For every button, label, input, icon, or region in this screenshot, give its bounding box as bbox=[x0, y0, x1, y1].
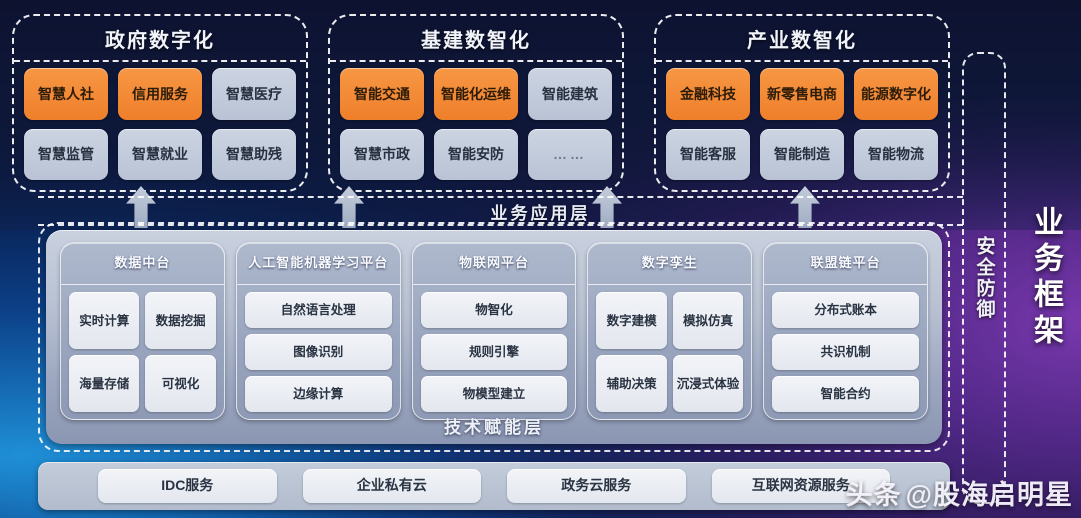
app-tile[interactable]: 智慧市政 bbox=[340, 128, 424, 180]
up-arrow-icon bbox=[790, 186, 820, 228]
app-tile[interactable]: 智慧就业 bbox=[118, 128, 202, 180]
tech-card-items: 实时计算 数据挖掘 海量存储 可视化 bbox=[61, 285, 224, 419]
tech-chip[interactable]: 数字建模 bbox=[596, 292, 667, 349]
infrastructure-item[interactable]: IDC服务 bbox=[98, 469, 277, 503]
app-group-government-tiles: 智慧人社 信用服务 智慧医疗 智慧监管 智慧就业 智慧助残 bbox=[24, 68, 296, 180]
security-defense-dashed-border bbox=[962, 52, 1006, 504]
app-group-industry-title: 产业数智化 bbox=[747, 29, 857, 52]
app-tile[interactable]: 智能化运维 bbox=[434, 68, 518, 120]
app-tile[interactable]: 智慧助残 bbox=[212, 128, 296, 180]
app-group-infrastructure[interactable]: 基建数智化 智能交通 智能化运维 智能建筑 智慧市政 智能安防 …… bbox=[328, 14, 624, 192]
infrastructure-row: IDC服务 企业私有云 政务云服务 互联网资源服务 bbox=[38, 462, 950, 510]
tech-card-title: 数据中台 bbox=[61, 243, 224, 285]
tech-card-items: 物智化 规则引擎 物模型建立 bbox=[413, 285, 576, 419]
technology-enablement-layer: 数据中台 实时计算 数据挖掘 海量存储 可视化 人工智能机器学习平台 自然语言处… bbox=[38, 222, 950, 452]
app-tile[interactable]: 智慧医疗 bbox=[212, 68, 296, 120]
watermark: 头条 @股海启明星 bbox=[846, 473, 1073, 512]
app-group-industry-divider bbox=[656, 60, 948, 62]
tech-card-consortium-blockchain[interactable]: 联盟链平台 分布式账本 共识机制 智能合约 bbox=[763, 242, 928, 420]
up-arrow-icon bbox=[592, 186, 622, 228]
tech-card-digital-twin[interactable]: 数字孪生 数字建模 模拟仿真 辅助决策 沉浸式体验 bbox=[587, 242, 753, 420]
tech-card-data-platform[interactable]: 数据中台 实时计算 数据挖掘 海量存储 可视化 bbox=[60, 242, 225, 420]
tech-card-ai-ml-platform[interactable]: 人工智能机器学习平台 自然语言处理 图像识别 边缘计算 bbox=[235, 242, 401, 420]
app-tile[interactable]: 智能制造 bbox=[760, 128, 844, 180]
technology-cards: 数据中台 实时计算 数据挖掘 海量存储 可视化 人工智能机器学习平台 自然语言处… bbox=[60, 242, 928, 420]
tech-card-title: 数字孪生 bbox=[588, 243, 752, 285]
tech-chip[interactable]: 物智化 bbox=[420, 292, 568, 328]
security-defense-text: 安全防御 bbox=[973, 236, 995, 320]
tech-chip[interactable]: 可视化 bbox=[145, 355, 216, 412]
tech-chip[interactable]: 物模型建立 bbox=[420, 376, 568, 412]
tech-chip[interactable]: 边缘计算 bbox=[244, 376, 392, 412]
app-tile[interactable]: 信用服务 bbox=[118, 68, 202, 120]
technology-layer-panel: 数据中台 实时计算 数据挖掘 海量存储 可视化 人工智能机器学习平台 自然语言处… bbox=[46, 230, 942, 444]
watermark-handle: @股海启明星 bbox=[905, 480, 1073, 510]
technology-enablement-layer-label: 技术赋能层 bbox=[444, 417, 544, 437]
tech-chip[interactable]: 数据挖掘 bbox=[145, 292, 216, 349]
app-tile[interactable]: 智能物流 bbox=[854, 128, 938, 180]
app-group-government-title: 政府数字化 bbox=[105, 29, 215, 52]
app-group-industry-tiles: 金融科技 新零售电商 能源数字化 智能客服 智能制造 智能物流 bbox=[666, 68, 938, 180]
app-group-government-header: 政府数字化 bbox=[14, 16, 306, 60]
app-group-infrastructure-title: 基建数智化 bbox=[421, 29, 531, 52]
up-arrow-icon bbox=[334, 186, 364, 228]
app-tile[interactable]: 智慧人社 bbox=[24, 68, 108, 120]
app-tile[interactable]: 智慧监管 bbox=[24, 128, 108, 180]
app-tile-ellipsis[interactable]: …… bbox=[528, 128, 612, 180]
app-group-infrastructure-divider bbox=[330, 60, 622, 62]
up-arrow-icon bbox=[126, 186, 156, 228]
business-application-layer-label: 业务应用层 bbox=[490, 203, 591, 223]
infrastructure-item[interactable]: 政务云服务 bbox=[507, 469, 686, 503]
tech-card-title: 物联网平台 bbox=[412, 243, 576, 285]
app-tile[interactable]: 智能交通 bbox=[340, 68, 424, 120]
tech-card-items: 分布式账本 共识机制 智能合约 bbox=[764, 285, 927, 419]
tech-chip[interactable]: 规则引擎 bbox=[420, 334, 568, 370]
app-group-government[interactable]: 政府数字化 智慧人社 信用服务 智慧医疗 智慧监管 智慧就业 智慧助残 bbox=[12, 14, 308, 192]
tech-card-title: 人工智能机器学习平台 bbox=[236, 243, 400, 285]
app-tile[interactable]: 金融科技 bbox=[666, 68, 750, 120]
tech-chip[interactable]: 自然语言处理 bbox=[244, 292, 392, 328]
infrastructure-item[interactable]: 互联网资源服务 bbox=[711, 469, 890, 503]
tech-card-iot-platform[interactable]: 物联网平台 物智化 规则引擎 物模型建立 bbox=[411, 242, 577, 420]
app-group-government-divider bbox=[14, 60, 306, 62]
tech-chip[interactable]: 智能合约 bbox=[772, 376, 919, 412]
app-group-infrastructure-header: 基建数智化 bbox=[330, 16, 622, 60]
app-tile[interactable]: 新零售电商 bbox=[760, 68, 844, 120]
technology-layer-dashed-border bbox=[38, 222, 950, 452]
business-application-band bbox=[38, 196, 963, 226]
app-tile[interactable]: 智能建筑 bbox=[528, 68, 612, 120]
tech-card-items: 数字建模 模拟仿真 辅助决策 沉浸式体验 bbox=[588, 285, 751, 419]
tech-chip[interactable]: 图像识别 bbox=[244, 334, 392, 370]
app-group-industry-header: 产业数智化 bbox=[656, 16, 948, 60]
tech-chip[interactable]: 实时计算 bbox=[69, 292, 140, 349]
tech-card-title: 联盟链平台 bbox=[764, 243, 927, 285]
tech-chip[interactable]: 辅助决策 bbox=[596, 355, 667, 412]
app-tile[interactable]: 智能安防 bbox=[434, 128, 518, 180]
tech-chip[interactable]: 沉浸式体验 bbox=[672, 355, 744, 412]
business-framework-label: 业务框架 bbox=[1016, 52, 1074, 504]
app-group-infrastructure-tiles: 智能交通 智能化运维 智能建筑 智慧市政 智能安防 …… bbox=[340, 68, 612, 180]
security-defense-label: 安全防御 bbox=[962, 52, 1006, 504]
app-group-industry[interactable]: 产业数智化 金融科技 新零售电商 能源数字化 智能客服 智能制造 智能物流 bbox=[654, 14, 950, 192]
tech-chip[interactable]: 共识机制 bbox=[772, 334, 919, 370]
tech-chip[interactable]: 模拟仿真 bbox=[672, 292, 744, 349]
business-framework-text: 业务框架 bbox=[1029, 206, 1062, 350]
app-tile[interactable]: 智能客服 bbox=[666, 128, 750, 180]
tech-card-items: 自然语言处理 图像识别 边缘计算 bbox=[237, 285, 400, 419]
tech-chip[interactable]: 分布式账本 bbox=[772, 292, 919, 328]
infrastructure-item[interactable]: 企业私有云 bbox=[302, 469, 481, 503]
watermark-prefix: 头条 bbox=[845, 480, 902, 510]
tech-chip[interactable]: 海量存储 bbox=[69, 355, 140, 412]
app-tile[interactable]: 能源数字化 bbox=[854, 68, 938, 120]
